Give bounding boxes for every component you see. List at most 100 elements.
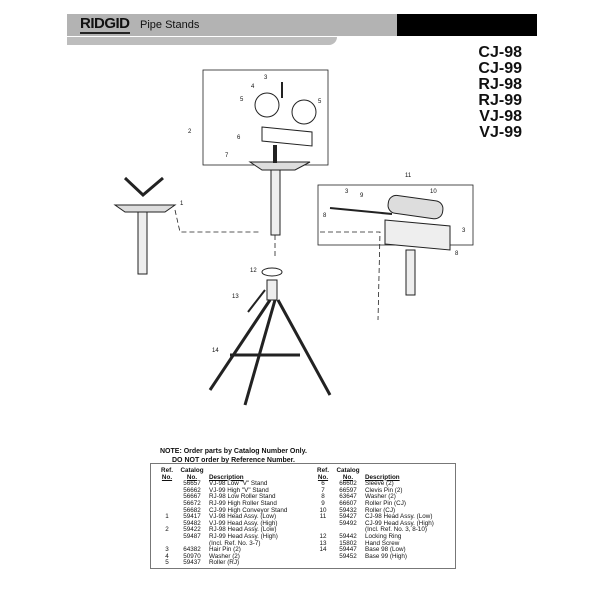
table-row: 14 59447 Base 98 (Low): [311, 547, 451, 554]
table-header: Ref.Catalog: [161, 467, 204, 474]
ref-label: 4: [251, 84, 255, 90]
catalog-no: 59482: [183, 519, 201, 527]
ref-no: 10: [319, 506, 327, 514]
note-line: DO NOT order by Reference Number.: [172, 457, 295, 464]
table-row: 59492 CJ-99 Head Assy. (High): [311, 519, 451, 528]
roller-5a: [254, 92, 280, 118]
description: Washer (2): [365, 493, 396, 501]
ref-no: [155, 501, 179, 508]
description: Roller (RJ): [209, 559, 240, 567]
model: CJ-98: [478, 44, 522, 61]
catalog-no: 59487: [183, 532, 201, 540]
catalog-no: 59447: [339, 546, 357, 554]
catalog-no: 63647: [339, 493, 357, 501]
catalog-no: 59432: [339, 506, 357, 514]
catalog-no: 50970: [183, 552, 201, 560]
ref-no: 13: [319, 539, 327, 547]
ref-no: 1: [165, 513, 169, 521]
note-line: NOTE: Order parts by Catalog Number Only…: [160, 448, 307, 455]
header-strip: [67, 37, 337, 45]
roller-5b: [291, 99, 317, 125]
table-row: 59487 RJ-99 Head Assy. (High): [155, 532, 305, 541]
description: Base 98 (Low): [365, 546, 406, 554]
model: RJ-98: [478, 76, 522, 93]
ref-no: [155, 488, 179, 495]
ref-label: 9: [360, 193, 364, 199]
tripod-legs: [208, 299, 332, 406]
ref-label: 13: [232, 294, 239, 300]
ref-no: [311, 554, 335, 561]
catalog-no: 56672: [183, 499, 201, 507]
table-row: 56667 RJ-98 Low Roller Stand: [155, 494, 305, 501]
description: Hair Pin (2): [209, 546, 241, 554]
ref-no: 2: [165, 526, 169, 534]
model: VJ-99: [479, 124, 522, 141]
ref-label: 10: [430, 189, 437, 195]
ref-label: 5: [240, 97, 244, 103]
catalog-no: 59492: [339, 519, 357, 527]
catalog-no: 66597: [339, 486, 357, 494]
ref-label: 8: [323, 213, 327, 219]
ref-label: 3: [462, 228, 466, 234]
table-row: 13 15802 Hand Screw: [311, 539, 451, 548]
ref-no: 7: [321, 486, 325, 494]
model: RJ-99: [478, 92, 522, 109]
ref-no: [155, 494, 179, 501]
description: VJ-98 Head Assy. (Low): [209, 513, 277, 521]
model: VJ-98: [479, 108, 522, 125]
v-head: [123, 176, 164, 198]
ref-label: 8: [455, 251, 459, 257]
ref-no: 11: [319, 513, 327, 521]
ref-no: 14: [319, 546, 327, 554]
table-row: 7 66597 Clevis Pin (2): [311, 486, 451, 495]
description: Clevis Pin (2): [365, 486, 403, 494]
description: CJ-98 Head Assy. (Low): [365, 513, 433, 521]
ref-no: [311, 521, 335, 528]
v-stand-pipe: [137, 211, 148, 275]
catalog-no: 64382: [183, 546, 201, 554]
table-header: No.No.Description: [161, 473, 244, 481]
description: CJ-99 Head Assy. (High): [365, 519, 434, 527]
ref-label: 1: [180, 201, 184, 207]
header-black-block: [397, 14, 537, 36]
catalog-no: 59422: [183, 526, 201, 534]
stand-saddle: [248, 161, 311, 171]
hand-screw: [247, 289, 266, 313]
description: RJ-99 Head Assy. (High): [209, 532, 278, 540]
catalog-no: 15802: [339, 539, 357, 547]
order-note: NOTE: Order parts by Catalog Number Only…: [160, 447, 307, 465]
page-title: Pipe Stands: [140, 19, 200, 31]
description: Hand Screw: [365, 539, 400, 547]
ref-label: 14: [212, 348, 219, 354]
catalog-no: 56667: [183, 493, 201, 501]
exploded-parts-diagram: 1 2 3 4 5 5 6 7 3 9 10 11 8 3 8 12 13 14: [113, 69, 474, 406]
description: RJ-98 Low Roller Stand: [209, 493, 276, 501]
description: VJ-99 Head Assy. (High): [209, 519, 278, 527]
table-row: 9 66607 Roller Pin (CJ): [311, 499, 451, 508]
description: VJ-99 High "V" Stand: [209, 486, 269, 494]
ref-no: 8: [321, 493, 325, 501]
catalog-no: 59442: [339, 532, 357, 540]
roller-bracket: [261, 126, 313, 147]
roller-10: [387, 194, 444, 220]
ridgid-logo: RIDGID: [80, 15, 130, 34]
catalog-no: 66607: [339, 499, 357, 507]
description: Roller Pin (CJ): [365, 499, 406, 507]
ref-no: [155, 534, 179, 541]
ref-no: 9: [321, 499, 325, 507]
ref-no: 6: [321, 480, 325, 488]
ref-label: 11: [405, 173, 412, 179]
catalog-no: 59452: [339, 552, 357, 560]
description: VJ-98 Low "V" Stand: [209, 480, 268, 488]
